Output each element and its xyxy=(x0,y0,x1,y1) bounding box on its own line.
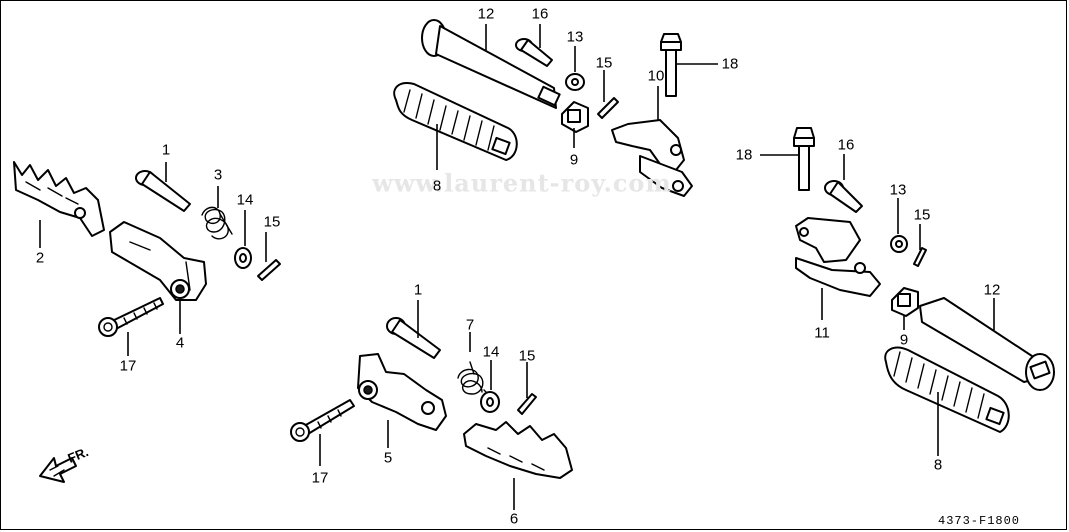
part-grip-rubber-8-top xyxy=(393,82,518,161)
part-spacer-9-right xyxy=(891,287,919,317)
part-spring-3 xyxy=(201,206,233,240)
part-step-bar-12-top xyxy=(421,19,561,109)
callout-label: 17 xyxy=(119,357,137,375)
callout-label: 6 xyxy=(509,510,519,528)
callout-label: 14 xyxy=(482,343,500,361)
part-pin-1-left xyxy=(135,170,191,212)
callout-label: 10 xyxy=(647,67,665,85)
part-washer-14-left xyxy=(234,247,252,269)
part-cotter-pin-15-left xyxy=(257,259,281,281)
callout-label: 11 xyxy=(814,324,830,342)
callout-label: 15 xyxy=(518,347,536,365)
front-direction-arrow-icon xyxy=(39,457,77,483)
part-cotter-pin-15-right xyxy=(913,247,927,267)
part-bolt-18-top xyxy=(660,33,682,97)
callout-label: 7 xyxy=(465,316,475,334)
callout-label: 8 xyxy=(933,456,943,474)
callout-label: 15 xyxy=(913,206,931,224)
callout-label: 18 xyxy=(735,146,753,164)
callout-label: 12 xyxy=(477,5,495,23)
part-bolt-17-left xyxy=(98,297,164,337)
callout-label: 18 xyxy=(721,55,739,73)
part-spacer-9-top xyxy=(561,101,589,133)
callout-label: 17 xyxy=(311,469,329,487)
part-pin-16-top xyxy=(515,38,553,67)
callout-label: 4 xyxy=(175,334,185,352)
callout-label: 14 xyxy=(236,191,254,209)
part-bracket-10 xyxy=(611,119,693,197)
callout-label: 15 xyxy=(595,54,613,72)
part-pin-1-bottom xyxy=(386,317,441,359)
part-bracket-11 xyxy=(795,217,881,297)
callout-label: 1 xyxy=(413,281,423,299)
callout-label: 9 xyxy=(569,151,579,169)
watermark-text: www.laurent-roy.com xyxy=(372,168,672,198)
callout-label: 13 xyxy=(566,28,584,46)
callout-label: 1 xyxy=(161,141,171,159)
part-washer-13-top xyxy=(565,73,585,91)
callout-label: 5 xyxy=(383,449,393,467)
figure-code: 4373-F1800 xyxy=(938,514,1021,528)
part-footpeg-6 xyxy=(463,421,573,479)
part-bolt-18-right xyxy=(793,127,815,191)
callout-label: 2 xyxy=(35,249,45,267)
part-spring-7 xyxy=(457,361,491,397)
callout-label: 8 xyxy=(432,177,442,195)
part-footpeg-bracket-5 xyxy=(357,353,447,431)
part-washer-13-right xyxy=(890,235,908,253)
part-pin-16-right xyxy=(824,180,863,213)
part-cotter-pin-15-top xyxy=(597,97,619,119)
callout-label: 9 xyxy=(899,331,909,349)
callout-label: 13 xyxy=(889,181,907,199)
callout-label: 12 xyxy=(983,281,1001,299)
part-bolt-17-bottom xyxy=(290,399,355,442)
callout-leaders xyxy=(39,24,995,510)
callout-label: 16 xyxy=(531,5,549,23)
part-washer-14-bottom xyxy=(480,391,500,413)
callout-label: 3 xyxy=(213,166,223,184)
part-step-bar-12-right xyxy=(919,297,1055,391)
callout-label: 15 xyxy=(263,213,281,231)
part-footpeg-bracket-left xyxy=(109,221,207,301)
part-cotter-pin-15-bottom xyxy=(517,393,537,415)
part-footpeg-left xyxy=(13,161,105,237)
part-grip-rubber-8-right xyxy=(884,346,1010,433)
callout-label: 16 xyxy=(837,136,855,154)
